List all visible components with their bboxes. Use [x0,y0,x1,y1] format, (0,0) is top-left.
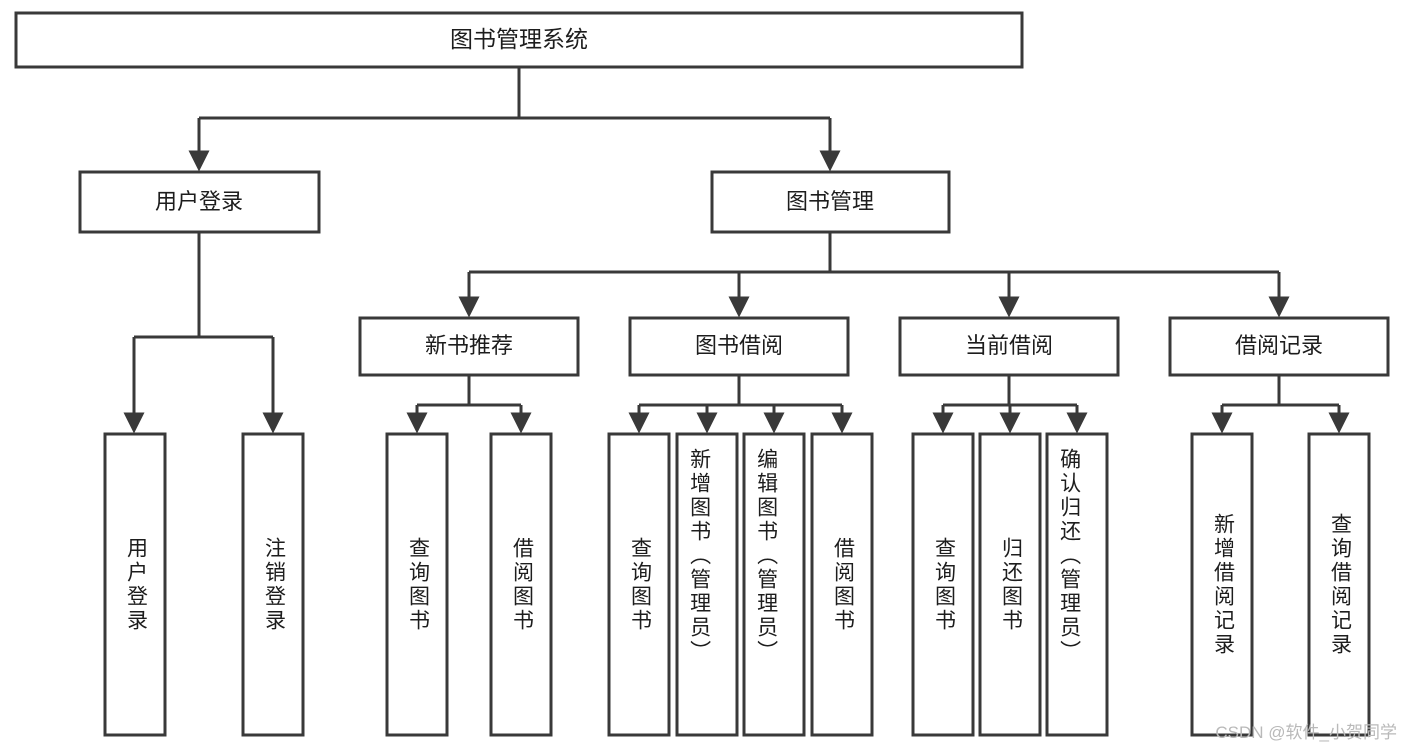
node-current-borrow-box[interactable] [898,316,1120,377]
node-leaf-cb-query[interactable]: 查询图书 [911,432,975,737]
node-new-book-rec[interactable]: 新书推荐 [358,316,580,377]
node-leaf-br-query-label: 查询借阅记录 [1328,513,1352,657]
node-new-book-rec-label: 新书推荐 [425,333,513,358]
node-leaf-bb-add-box[interactable] [675,432,739,737]
node-user-login-label: 用户登录 [155,189,243,214]
node-leaf-nbr-query[interactable]: 查询图书 [385,432,449,737]
node-book-borrow[interactable]: 图书借阅 [628,316,850,377]
edge-group-book-mgmt [458,232,1290,318]
node-new-book-rec-box[interactable] [358,316,580,377]
node-leaf-br-add-box[interactable] [1190,432,1254,737]
node-leaf-cb-return-label: 归还图书 [999,537,1023,633]
node-leaf-bb-query-box[interactable] [607,432,671,737]
node-leaf-nbr-query-box[interactable] [385,432,449,737]
node-root-label: 图书管理系统 [450,26,588,52]
node-leaf-user-logout-label: 注销登录 [262,537,286,633]
edge-group-new-book-rec [406,375,532,434]
node-leaf-bb-edit-label: 编辑图书（管理员） [755,448,779,664]
edge-group-root [188,67,841,172]
node-book-mgmt-label: 图书管理 [786,189,874,214]
node-leaf-bb-edit[interactable]: 编辑图书（管理员） [742,432,806,737]
node-leaf-cb-query-label: 查询图书 [932,537,956,633]
node-leaf-cb-return-box[interactable] [978,432,1042,737]
node-leaf-cb-confirm-box[interactable] [1045,432,1109,737]
node-leaf-cb-confirm[interactable]: 确认归还（管理员） [1045,432,1109,737]
node-borrow-record-box[interactable] [1168,316,1390,377]
edge-group-borrow-record [1211,375,1350,434]
node-leaf-bb-add[interactable]: 新增图书（管理员） [675,432,739,737]
node-leaf-nbr-borrow-label: 借阅图书 [510,537,534,633]
node-root[interactable]: 图书管理系统 [14,11,1024,69]
node-leaf-bb-borrow-label: 借阅图书 [831,537,855,633]
node-borrow-record-label: 借阅记录 [1235,333,1323,358]
node-leaf-bb-query-label: 查询图书 [628,537,652,633]
node-leaf-bb-borrow-box[interactable] [810,432,874,737]
node-leaf-user-login-label: 用户登录 [124,537,148,633]
node-leaf-user-logout-box[interactable] [241,432,305,737]
node-root-box[interactable] [14,11,1024,69]
node-leaf-cb-return[interactable]: 归还图书 [978,432,1042,737]
node-leaf-bb-add-label: 新增图书（管理员） [688,448,712,664]
node-leaf-br-add[interactable]: 新增借阅记录 [1190,432,1254,737]
node-user-login[interactable]: 用户登录 [78,170,321,234]
edge-group-user-login [123,232,284,434]
node-leaf-br-add-label: 新增借阅记录 [1211,513,1235,657]
edge-group-current-borrow [932,375,1088,434]
node-leaf-user-login[interactable]: 用户登录 [103,432,167,737]
node-leaf-user-logout[interactable]: 注销登录 [241,432,305,737]
node-leaf-bb-query[interactable]: 查询图书 [607,432,671,737]
node-leaf-user-login-box[interactable] [103,432,167,737]
node-leaf-nbr-borrow-box[interactable] [489,432,553,737]
node-leaf-bb-edit-box[interactable] [742,432,806,737]
node-leaf-nbr-query-label: 查询图书 [406,537,430,633]
node-leaf-br-query[interactable]: 查询借阅记录 [1307,432,1371,737]
node-leaf-cb-confirm-label: 确认归还（管理员） [1058,448,1082,664]
node-book-mgmt[interactable]: 图书管理 [710,170,951,234]
node-user-login-box[interactable] [78,170,321,234]
node-leaf-nbr-borrow[interactable]: 借阅图书 [489,432,553,737]
node-current-borrow-label: 当前借阅 [965,333,1053,358]
edge-group-book-borrow [628,375,853,434]
node-book-borrow-box[interactable] [628,316,850,377]
node-leaf-cb-query-box[interactable] [911,432,975,737]
node-book-borrow-label: 图书借阅 [695,333,783,358]
node-borrow-record[interactable]: 借阅记录 [1168,316,1390,377]
node-leaf-bb-borrow[interactable]: 借阅图书 [810,432,874,737]
node-current-borrow[interactable]: 当前借阅 [898,316,1120,377]
node-book-mgmt-box[interactable] [710,170,951,234]
node-leaf-br-query-box[interactable] [1307,432,1371,737]
